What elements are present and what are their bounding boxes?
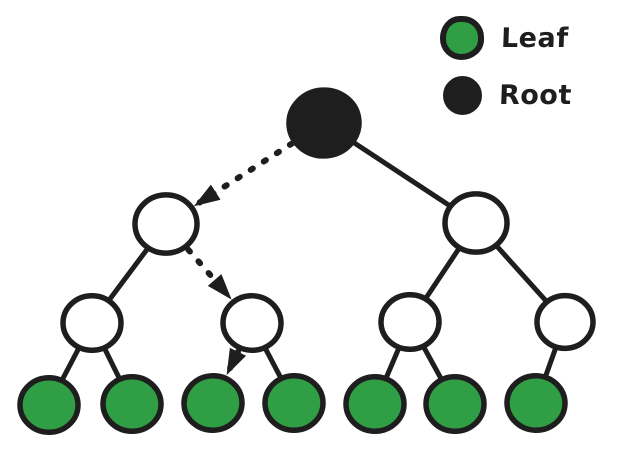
- traversal-arrows-layer: [185, 140, 295, 376]
- leaf-node-icon: [440, 16, 484, 60]
- legend-label-root: Root: [498, 80, 573, 111]
- traversal-arrow-i1-i4: [185, 246, 232, 300]
- tree-node-i5: [378, 291, 442, 353]
- tree-node-i4: [220, 292, 284, 354]
- tree-node-l2: [100, 373, 164, 435]
- nodes-layer: [17, 87, 596, 436]
- tree-node-i2: [442, 191, 510, 255]
- root-node-icon: [443, 76, 482, 115]
- legend-item-root: Root: [440, 76, 572, 115]
- tree-node-i6: [534, 292, 596, 352]
- tree-node-i3: [60, 292, 124, 354]
- tree-node-l1: [17, 374, 81, 436]
- tree-node-l5: [343, 373, 407, 435]
- tree-node-l4: [262, 372, 326, 434]
- tree-node-root: [286, 87, 362, 159]
- traversal-arrow-i4-l3: [226, 347, 247, 376]
- legend-label-leaf: Leaf: [500, 22, 570, 54]
- tree-node-l6: [423, 373, 487, 435]
- tree-node-i1: [132, 192, 200, 256]
- edges-layer: [46, 120, 568, 408]
- tree-node-l3: [181, 372, 245, 434]
- traversal-arrow-root-i1: [193, 140, 295, 207]
- legend: Leaf Root: [440, 16, 572, 115]
- legend-item-leaf: Leaf: [440, 16, 572, 60]
- tree-node-l7: [504, 372, 568, 434]
